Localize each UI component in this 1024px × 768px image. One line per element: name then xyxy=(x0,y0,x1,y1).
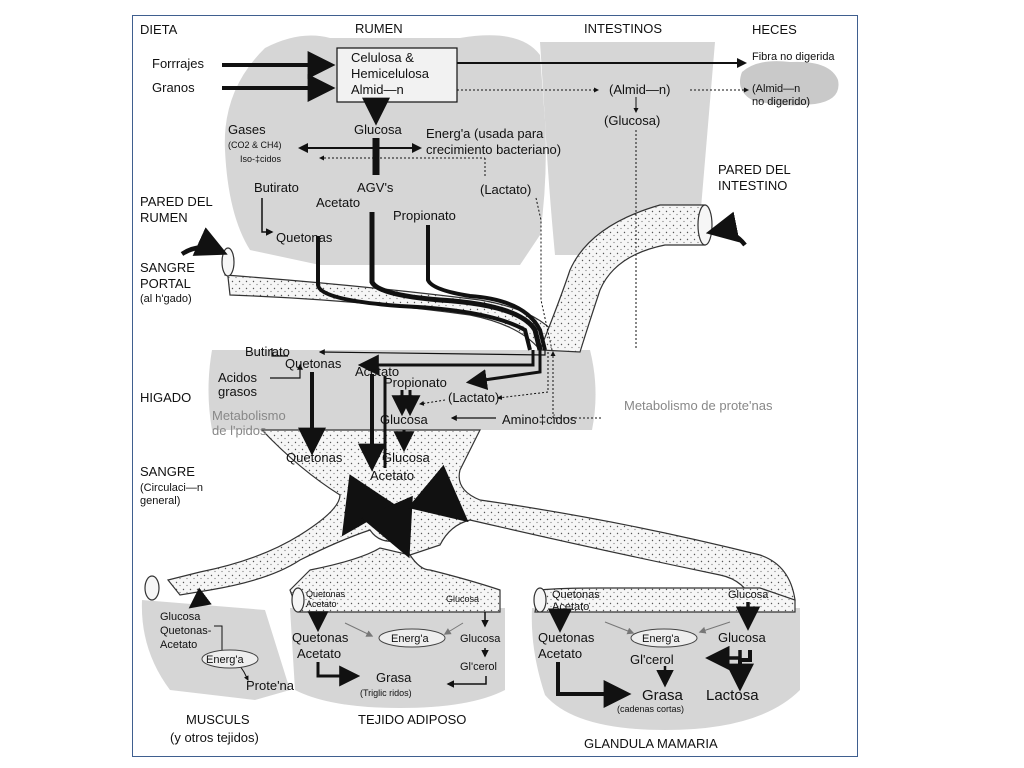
label-sangre-2: (Circulaci—n xyxy=(140,482,203,494)
rumen-butirato: Butirato xyxy=(254,180,299,195)
adipose-tube-quetonas: Quetonas xyxy=(306,589,346,599)
mammary-glicerol: Gl'cerol xyxy=(630,652,674,667)
muscle-quetonas: Quetonas- xyxy=(160,625,212,637)
adipose-acetato: Acetato xyxy=(297,646,341,661)
mammary-glucosa: Glucosa xyxy=(718,630,766,645)
feces-almidon-1: (Almid—n xyxy=(752,83,800,95)
label-pared-rumen-2: RUMEN xyxy=(140,210,188,225)
muscle-energia: Energ'a xyxy=(206,654,244,666)
intestine-region xyxy=(540,42,715,255)
mammary-quetonas: Quetonas xyxy=(538,630,595,645)
label-higado: HIGADO xyxy=(140,390,191,405)
rumen-energia-2: crecimiento bacteriano) xyxy=(426,142,561,157)
mammary-title: GLANDULA MAMARIA xyxy=(584,736,718,751)
liver-lactato: (Lactato) xyxy=(448,390,499,405)
blood-glucosa: Glucosa xyxy=(382,450,430,465)
adipose-tube-glucosa: Glucosa xyxy=(446,594,479,604)
box-almidon: Almid—n xyxy=(351,82,404,97)
muscle-title-2: (y otros tejidos) xyxy=(170,730,259,745)
rumen-lactato: (Lactato) xyxy=(480,182,531,197)
general-circulation xyxy=(144,429,796,613)
liver-glucosa: Glucosa xyxy=(380,412,428,427)
mammary-grasa: Grasa xyxy=(642,687,684,704)
liver-propionato: Propionato xyxy=(384,375,447,390)
rumen-glucosa: Glucosa xyxy=(354,122,402,137)
adipose-energia: Energ'a xyxy=(391,633,429,645)
feces-blob xyxy=(739,61,839,106)
mammary-grasa-sub: (cadenas cortas) xyxy=(617,704,684,714)
adipose-quetonas: Quetonas xyxy=(292,630,349,645)
diagram-frame xyxy=(132,15,858,757)
muscle-energy-node xyxy=(201,649,259,669)
liver-acetato: Acetato xyxy=(355,364,399,379)
mammary-tube-glucosa: Glucosa xyxy=(728,589,769,601)
rumen-gases: Gases xyxy=(228,122,266,137)
blood-quetonas: Quetonas xyxy=(286,450,343,465)
liver-metab-proteinas: Metabolismo de prote'nas xyxy=(624,398,773,413)
liver-metab-1: Metabolismo xyxy=(212,408,286,423)
liver-butirato: Butirato xyxy=(245,344,290,359)
mammary-energy-node xyxy=(630,628,698,648)
intestine-almidon: (Almid—n) xyxy=(609,82,670,97)
mammary-tube-quetonas: Quetonas xyxy=(552,589,600,601)
adipose-tube-acetato: Acetato xyxy=(306,599,337,609)
liver-grasos: grasos xyxy=(218,384,258,399)
flow-arrows xyxy=(180,51,761,708)
rumen-isoacidos: Iso-‡cidos xyxy=(240,154,282,164)
rumen-substrate-box xyxy=(336,47,458,103)
adipose-glicerol: Gl'cerol xyxy=(460,661,497,673)
muscle-acetato: Acetato xyxy=(160,639,197,651)
rumen-energia-1: Energ'a (usada para xyxy=(426,126,544,141)
adipose-grasa-sub: (Triglic ridos) xyxy=(360,688,412,698)
label-pared-rumen-1: PARED DEL xyxy=(140,194,213,209)
label-sangre-portal-3: (al h'gado) xyxy=(140,293,192,305)
rumen-gases-sub: (CO2 & CH4) xyxy=(228,140,282,150)
adipose-glucosa: Glucosa xyxy=(460,633,501,645)
liver-aminoacidos: Amino‡cidos xyxy=(502,412,577,427)
rumen-quetonas: Quetonas xyxy=(276,230,333,245)
mammary-tube-acetato: Acetato xyxy=(552,601,589,613)
adipose-grasa: Grasa xyxy=(376,670,412,685)
intestine-glucosa: (Glucosa) xyxy=(604,113,660,128)
mammary-lactosa: Lactosa xyxy=(706,687,759,704)
header-dieta: DIETA xyxy=(140,22,178,37)
diet-forrajes: Forrrajes xyxy=(152,56,205,71)
mammary-energia: Energ'a xyxy=(642,633,680,645)
liver-quetonas: Quetonas xyxy=(285,356,342,371)
label-sangre: SANGRE xyxy=(140,464,195,479)
label-sangre-portal-1: SANGRE xyxy=(140,260,195,275)
feces-fibra: Fibra no digerida xyxy=(752,51,835,63)
header-heces: HECES xyxy=(752,22,797,37)
rumen-acetato: Acetato xyxy=(316,195,360,210)
blood-acetato: Acetato xyxy=(370,468,414,483)
adipose-energy-node xyxy=(378,628,446,648)
diet-granos: Granos xyxy=(152,80,195,95)
label-pared-intestino-1: PARED DEL xyxy=(718,162,791,177)
feces-almidon-2: no digerido) xyxy=(752,96,810,108)
box-hemicelulosa: Hemicelulosa xyxy=(351,66,430,81)
muscle-glucosa: Glucosa xyxy=(160,611,201,623)
liver-metab-2: de l'pidos xyxy=(212,423,267,438)
muscle-region xyxy=(141,600,290,700)
mammary-acetato: Acetato xyxy=(538,646,582,661)
box-celulosa: Celulosa & xyxy=(351,50,414,65)
rumen-propionato: Propionato xyxy=(393,208,456,223)
label-sangre-3: general) xyxy=(140,495,180,507)
label-pared-intestino-2: INTESTINO xyxy=(718,178,787,193)
muscle-proteina: Prote'na xyxy=(246,678,295,693)
rumen-agvs: AGV's xyxy=(357,180,394,195)
header-intestinos: INTESTINOS xyxy=(584,21,662,36)
label-sangre-portal-2: PORTAL xyxy=(140,276,191,291)
header-rumen: RUMEN xyxy=(355,21,403,36)
liver-acidos: Acidos xyxy=(218,370,258,385)
adipose-title: TEJIDO ADIPOSO xyxy=(358,712,466,727)
muscle-title-1: MUSCULS xyxy=(186,712,250,727)
